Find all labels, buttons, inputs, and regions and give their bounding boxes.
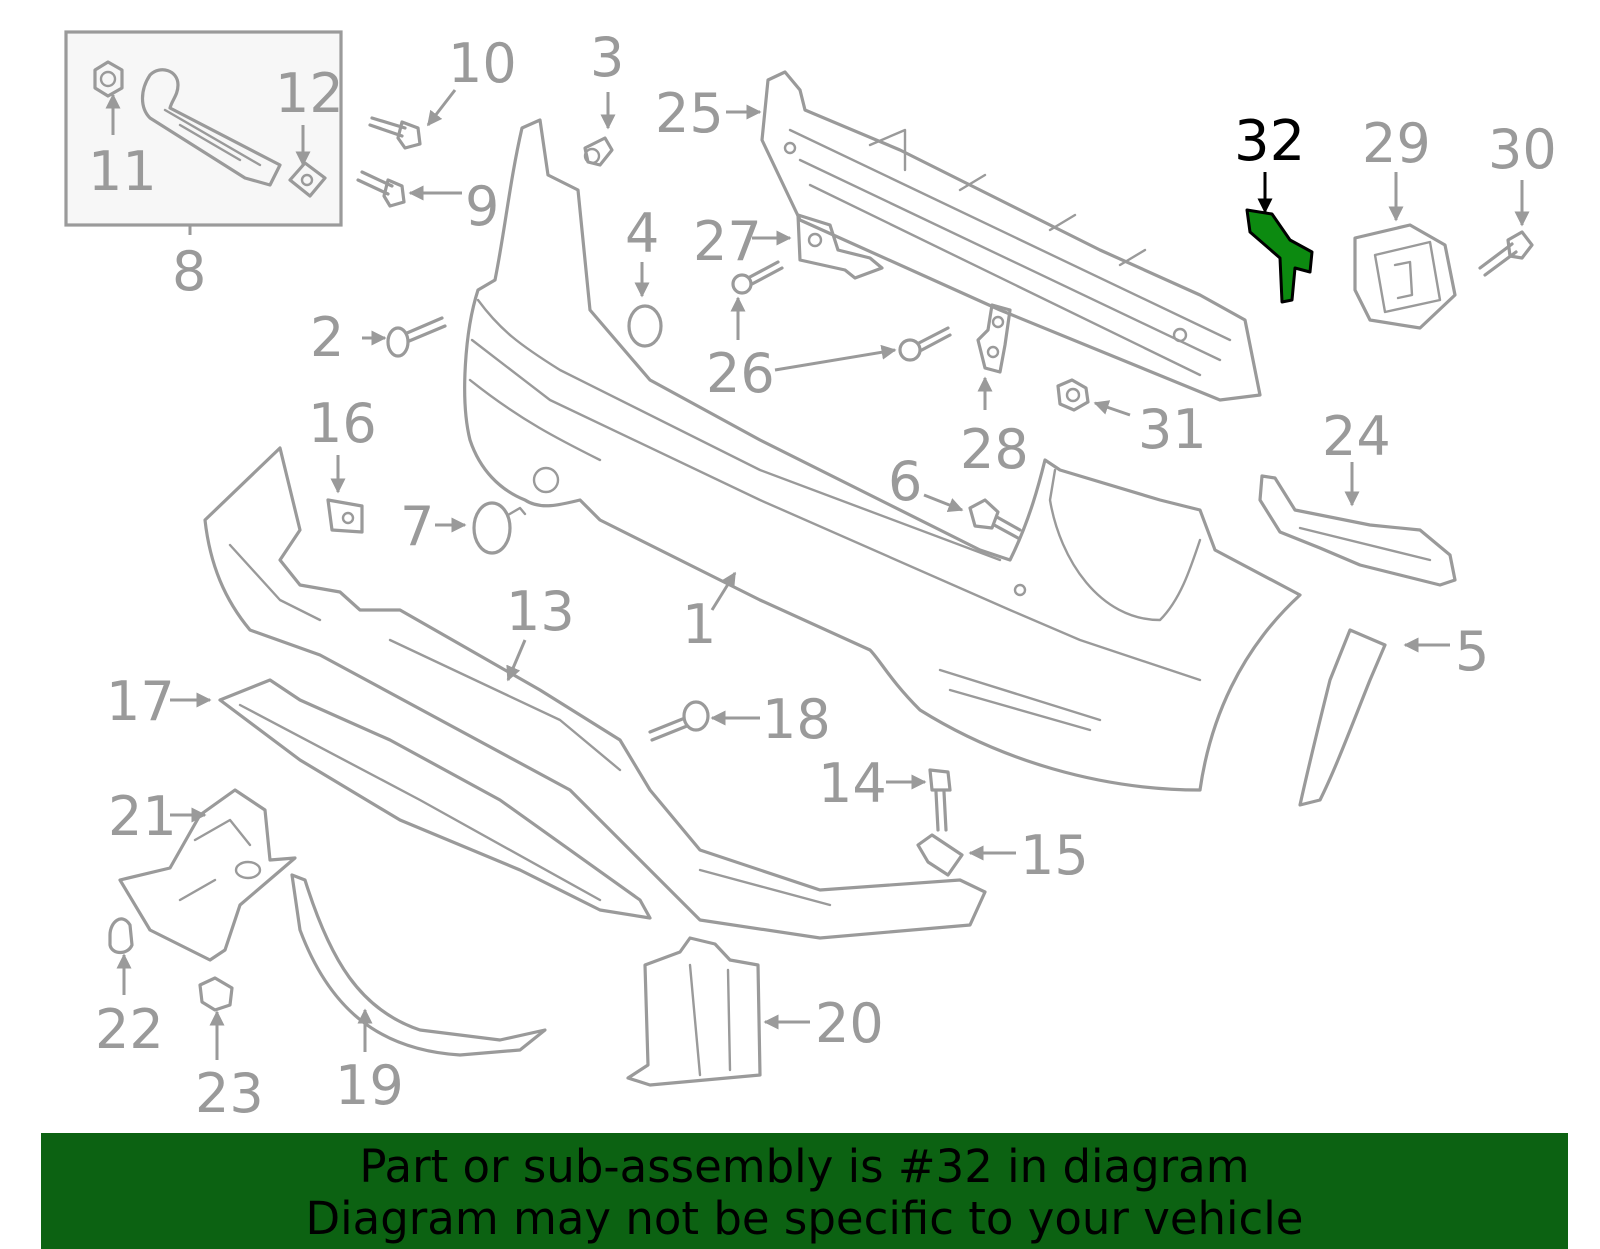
part-2-screw [386,316,447,358]
callout-17: 17 [106,670,175,733]
part-1-bumper-cover [463,118,1302,792]
callout-23: 23 [195,1062,264,1125]
callout-25: 25 [655,82,724,145]
callout-16: 16 [308,392,377,455]
part-5-side-trim [1298,628,1387,807]
part-28-bracket [976,303,1012,374]
banner-line-2: Diagram may not be specific to your vehi… [305,1192,1304,1245]
part-23-clip [198,976,234,1012]
part-15-clip [916,833,964,877]
part-9-bolt [356,170,406,208]
callout-labels: 1 2 3 4 5 6 7 8 9 10 11 12 13 14 15 16 1… [88,26,1557,1125]
part-24-reflector [1258,474,1457,587]
part-30-bolt [1478,230,1534,277]
part-21-bracket [118,788,297,962]
info-banner: Part or sub-assembly is #32 in diagram D… [41,1133,1568,1249]
callout-27: 27 [693,210,762,273]
part-13-lower-valance [203,446,987,940]
callout-13: 13 [506,580,575,643]
part-18-bolt [648,700,710,742]
callout-26: 26 [706,342,775,405]
callout-21: 21 [108,785,177,848]
callout-6: 6 [888,450,922,513]
callout-14: 14 [818,752,887,815]
callout-4: 4 [625,202,659,265]
part-26-screw-b [898,326,952,362]
part-4-plug [627,304,663,348]
callout-2: 2 [310,306,344,369]
part-32-bracket-highlighted[interactable] [1245,208,1314,304]
part-3-clip [583,136,614,167]
part-17-deflector [218,678,652,920]
part-27-bracket [796,213,884,280]
banner-line-1: Part or sub-assembly is #32 in diagram [359,1140,1250,1193]
part-31-nut [1056,378,1090,412]
callout-31: 31 [1138,398,1207,461]
part-22-push-pin [108,917,134,955]
callout-29: 29 [1362,112,1431,175]
part-19-trim-strip [290,873,547,1057]
callout-20: 20 [815,992,884,1055]
part-25-reinforcement [760,70,1262,402]
part-29-sensor [1353,223,1457,330]
callout-11: 11 [88,140,157,203]
callout-24: 24 [1322,405,1391,468]
callout-12: 12 [275,62,344,125]
callout-10: 10 [448,32,517,95]
callout-9: 9 [465,175,499,238]
callout-7: 7 [400,495,434,558]
callout-22: 22 [95,998,164,1061]
callout-18: 18 [762,688,831,751]
part-6-screw [968,498,1022,540]
part-14-bolt [928,768,952,832]
callout-15: 15 [1020,824,1089,887]
part-7-cap [472,501,527,555]
part-16-clip-nut [326,498,364,534]
part-10-bolt [368,116,422,150]
callout-5: 5 [1455,620,1489,683]
part-26-screw-a [731,260,784,295]
callout-32-highlighted: 32 [1234,109,1305,174]
callout-8: 8 [172,240,206,303]
callout-28: 28 [960,418,1029,481]
callout-30: 30 [1488,118,1557,181]
leader-lines [105,89,1530,1060]
callout-19: 19 [335,1054,404,1117]
callout-1: 1 [682,593,716,656]
callout-3: 3 [590,26,624,89]
part-20-cover [626,936,762,1087]
